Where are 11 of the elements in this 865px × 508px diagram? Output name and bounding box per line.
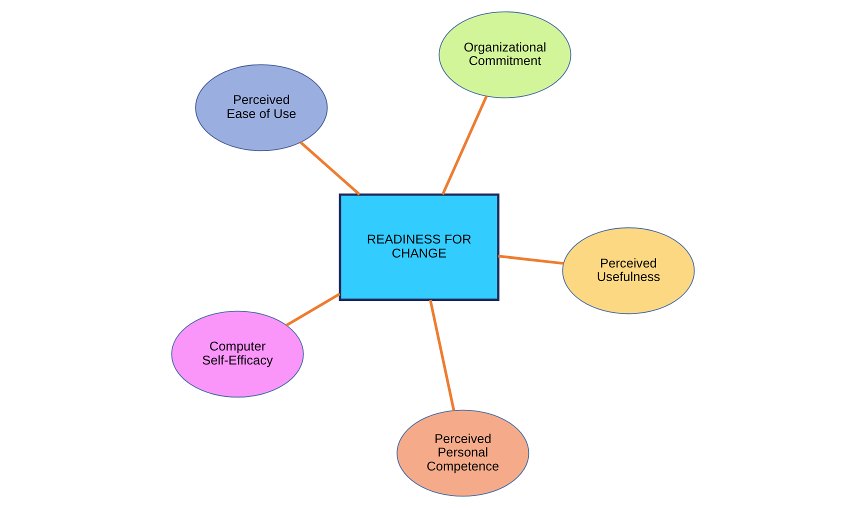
node-ellipse: Organizational Commitment (438, 11, 571, 98)
connector (285, 292, 340, 327)
node-ellipse: Perceived Usefulness (562, 227, 694, 314)
node-ellipse: Perceived Personal Competence (396, 410, 529, 497)
connector (428, 300, 455, 411)
connector (299, 141, 360, 196)
connector (498, 254, 564, 265)
node-ellipse: Perceived Ease of Use (194, 64, 328, 152)
node-box: READINESS FOR CHANGE (338, 193, 499, 301)
connector (440, 96, 488, 195)
node-ellipse: Computer Self-Efficacy (170, 310, 304, 398)
